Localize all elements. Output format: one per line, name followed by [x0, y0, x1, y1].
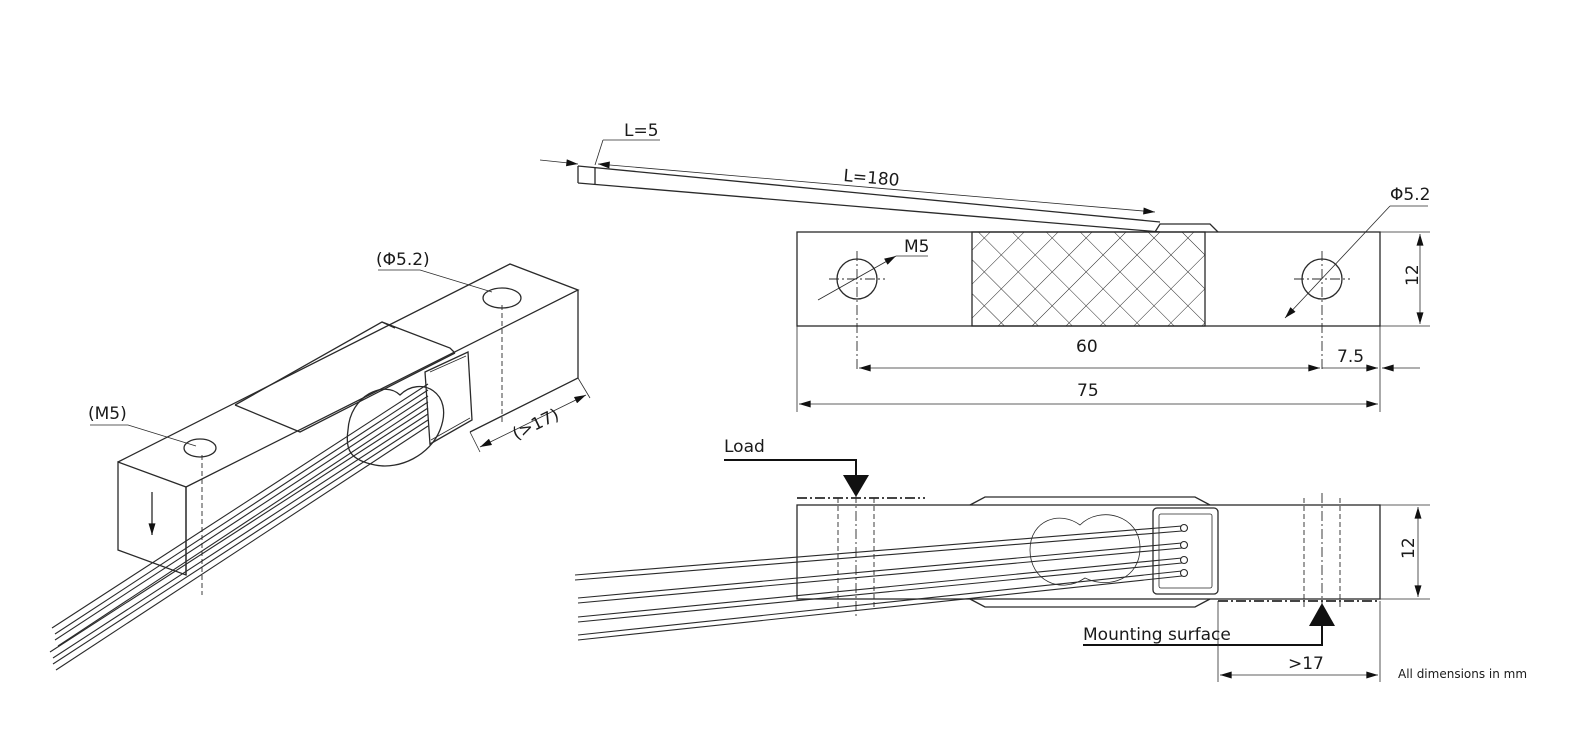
label-l5: L=5	[624, 121, 659, 141]
mounting-arrow	[1309, 603, 1335, 626]
top-leader-m5	[817, 255, 897, 301]
dim-l5	[539, 159, 579, 167]
top-view: M5 Φ5.2 L=5 L=180 12 60 7.5 75	[539, 121, 1430, 412]
label-60: 60	[1076, 337, 1098, 357]
iso-wires	[49, 383, 429, 671]
iso-label-m5: (M5)	[88, 404, 127, 424]
side-hump-top	[969, 496, 1211, 506]
side-wires	[574, 523, 1189, 641]
top-label-m5: M5	[904, 237, 929, 257]
iso-connector	[424, 351, 473, 446]
iso-leader-m5	[90, 424, 197, 447]
label-7-5: 7.5	[1337, 347, 1364, 367]
label-l180: L=180	[843, 166, 901, 191]
iso-dim-ext-1	[469, 431, 481, 453]
side-body	[796, 504, 1381, 600]
iso-label-phi52: (Φ5.2)	[376, 250, 430, 270]
side-hump-bottom	[969, 598, 1211, 608]
iso-dim-17	[479, 394, 587, 448]
units-note: All dimensions in mm	[1398, 667, 1527, 681]
label-12-top: 12	[1403, 264, 1423, 286]
iso-dim-ext-2	[577, 377, 591, 399]
top-label-phi52: Φ5.2	[1390, 185, 1430, 205]
label-75: 75	[1077, 381, 1099, 401]
top-hatch-area	[971, 231, 1206, 327]
label-load: Load	[724, 437, 765, 457]
side-view: Load Mounting surface 12 >17 All dimensi…	[574, 437, 1527, 682]
label-17: >17	[1288, 654, 1324, 674]
label-12-side: 12	[1399, 537, 1419, 559]
top-connector-lip	[1154, 223, 1219, 233]
iso-hole-m5	[183, 438, 217, 458]
iso-label-17: (>17)	[509, 405, 562, 445]
top-leader-phi52	[1284, 205, 1391, 319]
iso-thin-section	[234, 321, 456, 433]
isometric-view: (Φ5.2) (M5) (>17)	[49, 250, 591, 671]
load-arrow	[843, 475, 869, 497]
iso-gauge	[346, 385, 445, 467]
label-mounting: Mounting surface	[1083, 625, 1231, 645]
iso-leader-phi52	[378, 269, 493, 293]
dim-l180	[597, 161, 1156, 215]
side-gauge	[1029, 514, 1141, 586]
side-connector	[1152, 507, 1219, 595]
iso-top-face	[117, 263, 580, 488]
